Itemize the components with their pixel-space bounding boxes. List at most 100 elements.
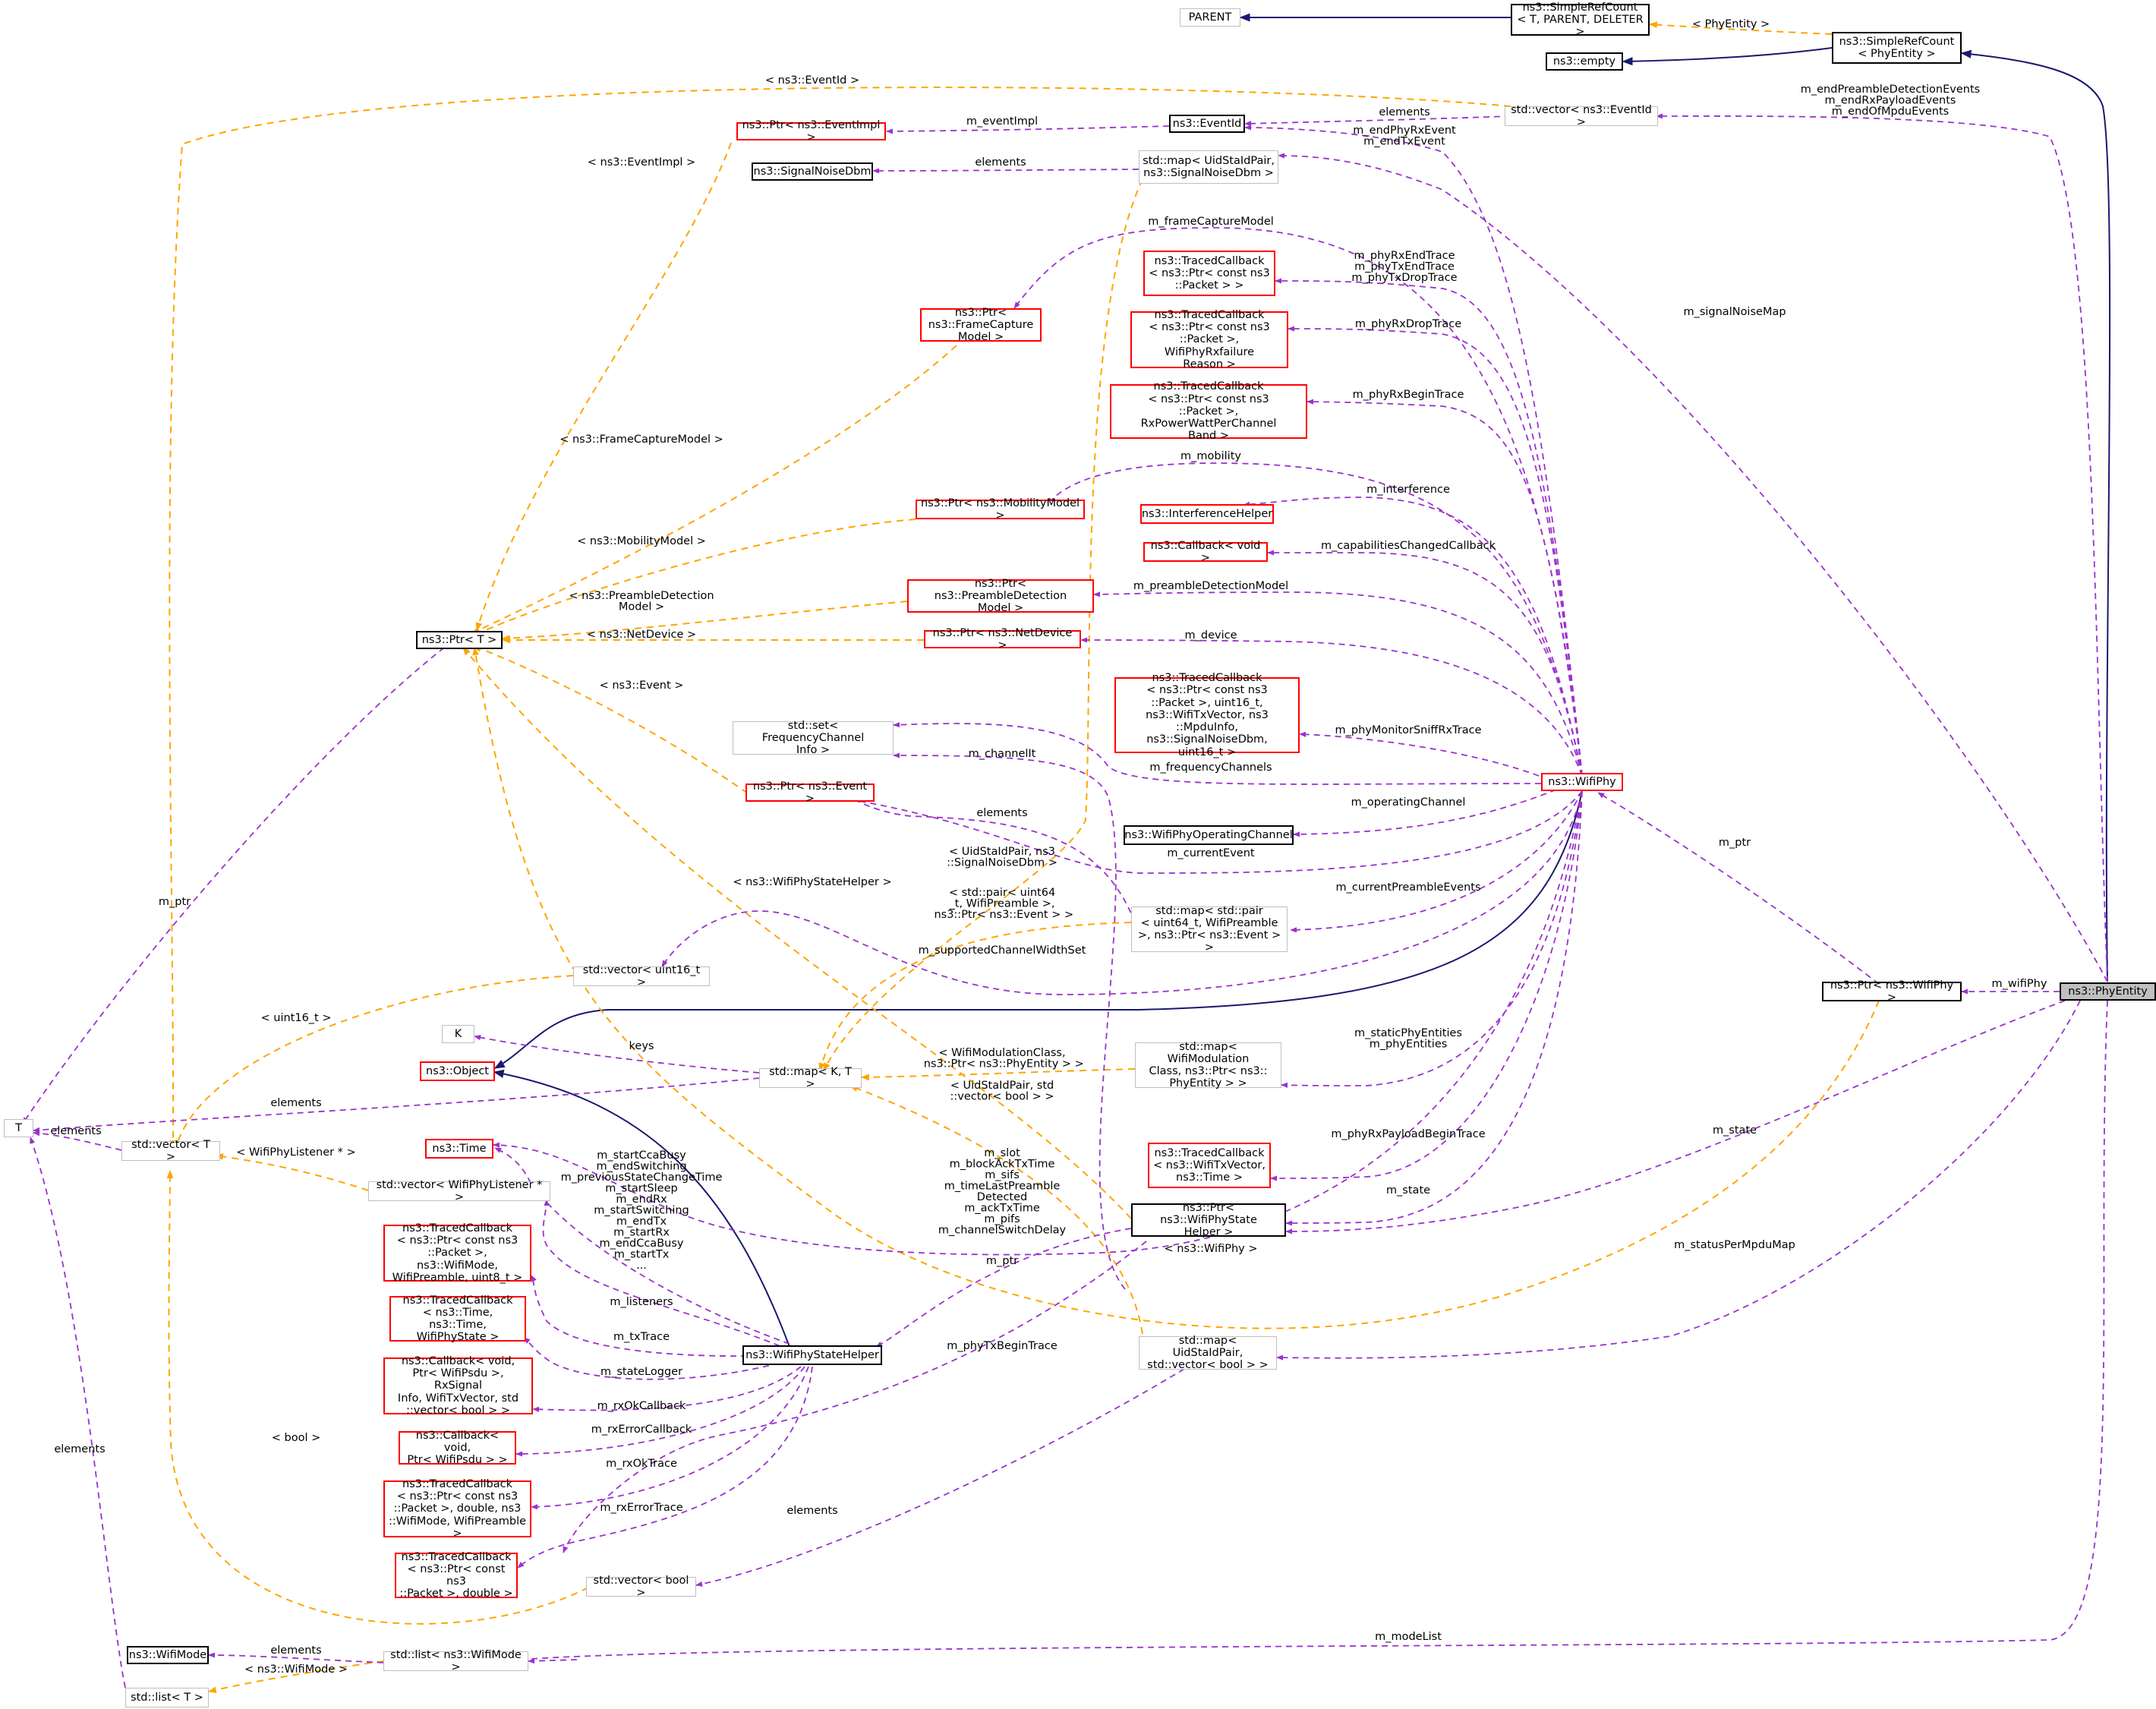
node-simplerefcount-template[interactable]: ns3::SimpleRefCount < T, PARENT, DELETER…: [1511, 2, 1650, 38]
node-phyentity[interactable]: ns3::PhyEntity: [2060, 982, 2156, 1001]
node-k[interactable]: K: [442, 1025, 474, 1043]
node-tracedcallback-rxbegin[interactable]: ns3::TracedCallback < ns3::Ptr< const ns…: [1110, 380, 1307, 442]
node-map-modulationclass[interactable]: std::map< WifiModulation Class, ns3::Ptr…: [1135, 1041, 1281, 1089]
node-signalnoisedbm[interactable]: ns3::SignalNoiseDbm: [752, 162, 873, 181]
edge-tmpl-event: [472, 645, 749, 794]
node-ptr-t[interactable]: ns3::Ptr< T >: [416, 631, 503, 649]
node-eventid[interactable]: ns3::EventId: [1169, 115, 1245, 133]
edge-use-rxoktrace: [531, 1366, 809, 1510]
node-tracedcallback-txtrace[interactable]: ns3::TracedCallback < ns3::Ptr< const ns…: [383, 1222, 531, 1284]
node-ptr-framecapturemodel[interactable]: ns3::Ptr< ns3::FrameCapture Model >: [920, 307, 1042, 343]
node-tracedcallback-rxerror[interactable]: ns3::TracedCallback < ns3::Ptr< const ns…: [395, 1551, 518, 1600]
edge-use-mptr-wifiphy: [1597, 792, 1880, 985]
edge-tmpl-list-mode: [207, 1660, 384, 1694]
node-map-bool-vector[interactable]: std::map< UidStaIdPair, std::vector< boo…: [1139, 1335, 1277, 1371]
edge-use-txbegin: [563, 1241, 1147, 1553]
node-set-frequencychannelinfo[interactable]: std::set< FrequencyChannel Info >: [733, 720, 894, 756]
node-callback-rxerror[interactable]: ns3::Callback< void, Ptr< WifiPsdu > >: [399, 1430, 516, 1466]
node-wifiphy[interactable]: ns3::WifiPhy: [1541, 773, 1623, 791]
node-ptr-wifiphy[interactable]: ns3::Ptr< ns3::WifiPhy >: [1822, 979, 1962, 1004]
node-simplerefcount-phyentity[interactable]: ns3::SimpleRefCount < PhyEntity >: [1832, 32, 1962, 64]
edge-use-elements-snr: [872, 168, 1139, 174]
node-ptr-event[interactable]: ns3::Ptr< ns3::Event >: [745, 780, 875, 805]
node-tracedcallback-rxend[interactable]: ns3::TracedCallback < ns3::Ptr< const ns…: [1143, 251, 1275, 296]
edge-use-elements-eventid: [1244, 115, 1511, 127]
edge-label: m_rxErrorCallback: [591, 1424, 692, 1436]
edge-use-modelist-tail: [528, 1658, 578, 1664]
edge-label: elements: [54, 1443, 105, 1455]
node-empty[interactable]: ns3::empty: [1546, 52, 1623, 71]
node-vector-eventid[interactable]: std::vector< ns3::EventId >: [1505, 104, 1658, 128]
edge-use-phyrxdrop: [1288, 326, 1583, 777]
edge-inherit-statehelper-object: [493, 1069, 790, 1348]
edge-label: m_state: [1386, 1184, 1430, 1197]
edge-use-elements-listt: [30, 1137, 126, 1689]
edge-use-mptr-statehelper: [875, 1228, 1132, 1348]
node-t[interactable]: T: [4, 1119, 33, 1137]
node-tracedcallback-rxok[interactable]: ns3::TracedCallback < ns3::Ptr< const ns…: [383, 1478, 531, 1540]
edge-use-elements-t-map: [33, 1077, 760, 1133]
edge-use-capchanged: [1267, 550, 1583, 777]
node-object[interactable]: ns3::Object: [420, 1061, 495, 1081]
edge-tmpl-vec-bool: [166, 1169, 589, 1625]
node-list-t[interactable]: std::list< T >: [125, 1688, 209, 1707]
edge-label: m_phyTxBeginTrace: [947, 1340, 1058, 1352]
node-ptr-netdevice[interactable]: ns3::Ptr< ns3::NetDevice >: [924, 627, 1081, 651]
edge-label: < ns3::Event >: [600, 680, 684, 692]
node-time[interactable]: ns3::Time: [425, 1139, 493, 1159]
edge-use-payloadbegin: [1270, 790, 1583, 1181]
node-ptr-preambledetectionmodel[interactable]: ns3::Ptr< ns3::PreambleDetection Model >: [907, 578, 1094, 614]
edge-label: m_phyMonitorSniffRxTrace: [1335, 724, 1481, 736]
node-list-wifimode[interactable]: std::list< ns3::WifiMode >: [383, 1649, 528, 1673]
node-vector-bool[interactable]: std::vector< bool >: [586, 1575, 696, 1599]
edge-use-signalnoisemap: [1278, 153, 2108, 982]
edge-label: m_ptr: [159, 896, 191, 908]
edge-label: m_frequencyChannels: [1149, 761, 1272, 774]
edge-label: m_phyRxDropTrace: [1355, 318, 1461, 330]
edge-use-keys: [474, 1035, 760, 1074]
node-map-k-t[interactable]: std::map< K, T >: [759, 1066, 862, 1090]
edge-use-channelit: [893, 752, 1126, 1290]
edge-tmpl-preamble: [501, 601, 908, 642]
edge-label: < UidStaIdPair, std::vector< bool > >: [950, 1080, 1054, 1103]
edge-label: m_interference: [1366, 484, 1450, 496]
node-vector-uint16[interactable]: std::vector< uint16_t >: [573, 964, 710, 989]
node-tracedcallback-rxfailure[interactable]: ns3::TracedCallback < ns3::Ptr< const ns…: [1130, 309, 1288, 370]
node-ptr-mobilitymodel[interactable]: ns3::Ptr< ns3::MobilityModel >: [916, 497, 1085, 522]
node-interferencehelper[interactable]: ns3::InterferenceHelper: [1140, 504, 1274, 524]
edge-use-eventimpl: [886, 125, 1170, 134]
edge-label: < std::pair< uint64_t, WifiPreamble >, n…: [931, 887, 1073, 921]
edge-label: m_operatingChannel: [1351, 796, 1466, 809]
edge-label: m_supportedChannelWidthSet: [919, 944, 1086, 957]
node-callback-void[interactable]: ns3::Callback< void >: [1143, 540, 1268, 564]
edge-label: m_phyRxBeginTrace: [1353, 389, 1464, 401]
edge-tmpl-vec-eventid: [169, 87, 1511, 1149]
node-map-preamble-events[interactable]: std::map< std::pair < uint64_t, WifiPrea…: [1131, 905, 1288, 954]
node-parent[interactable]: PARENT: [1180, 8, 1240, 27]
node-vector-t[interactable]: std::vector< T >: [121, 1139, 220, 1163]
edge-label: < ns3::WifiPhyStateHelper >: [733, 876, 891, 888]
edge-label: m_mobility: [1180, 450, 1241, 462]
edge-use-statelogger: [523, 1337, 790, 1380]
node-vector-wifiphylistener[interactable]: std::vector< WifiPhyListener * >: [368, 1179, 550, 1203]
node-tracedcallback-monitor[interactable]: ns3::TracedCallback < ns3::Ptr< const ns…: [1114, 672, 1300, 758]
edge-tmpl-src: [1648, 21, 1833, 35]
node-callback-rxok[interactable]: ns3::Callback< void, Ptr< WifiPsdu >, Rx…: [383, 1355, 533, 1417]
edge-tmpl-framecap: [471, 345, 957, 634]
edge-use-times: [493, 790, 1583, 1256]
node-tracedcallback-txvector[interactable]: ns3::TracedCallback < ns3::WifiTxVector,…: [1148, 1143, 1271, 1188]
node-wifiphystatehelper[interactable]: ns3::WifiPhyStateHelper: [742, 1345, 882, 1365]
edge-use-statusmpdu: [1276, 1000, 2081, 1361]
edge-label: m_signalNoiseMap: [1683, 306, 1786, 318]
edge-label: < PhyEntity >: [1692, 18, 1770, 30]
node-map-snr[interactable]: std::map< UidStaIdPair, ns3::SignalNoise…: [1139, 150, 1278, 184]
node-ptr-wifiphystatehelper[interactable]: ns3::Ptr< ns3::WifiPhyState Helper >: [1131, 1202, 1286, 1238]
edge-use-interference: [1243, 497, 1583, 777]
node-ptr-eventimpl[interactable]: ns3::Ptr< ns3::EventImpl >: [736, 119, 886, 143]
node-wifiphyoperatingchannel[interactable]: ns3::WifiPhyOperatingChannel: [1124, 825, 1294, 845]
node-tracedcallback-statelogger[interactable]: ns3::TracedCallback < ns3::Time, ns3::Ti…: [389, 1294, 526, 1343]
edge-inherit-phyentity-src: [1960, 49, 2111, 982]
node-wifimode[interactable]: ns3::WifiMode: [127, 1646, 209, 1664]
